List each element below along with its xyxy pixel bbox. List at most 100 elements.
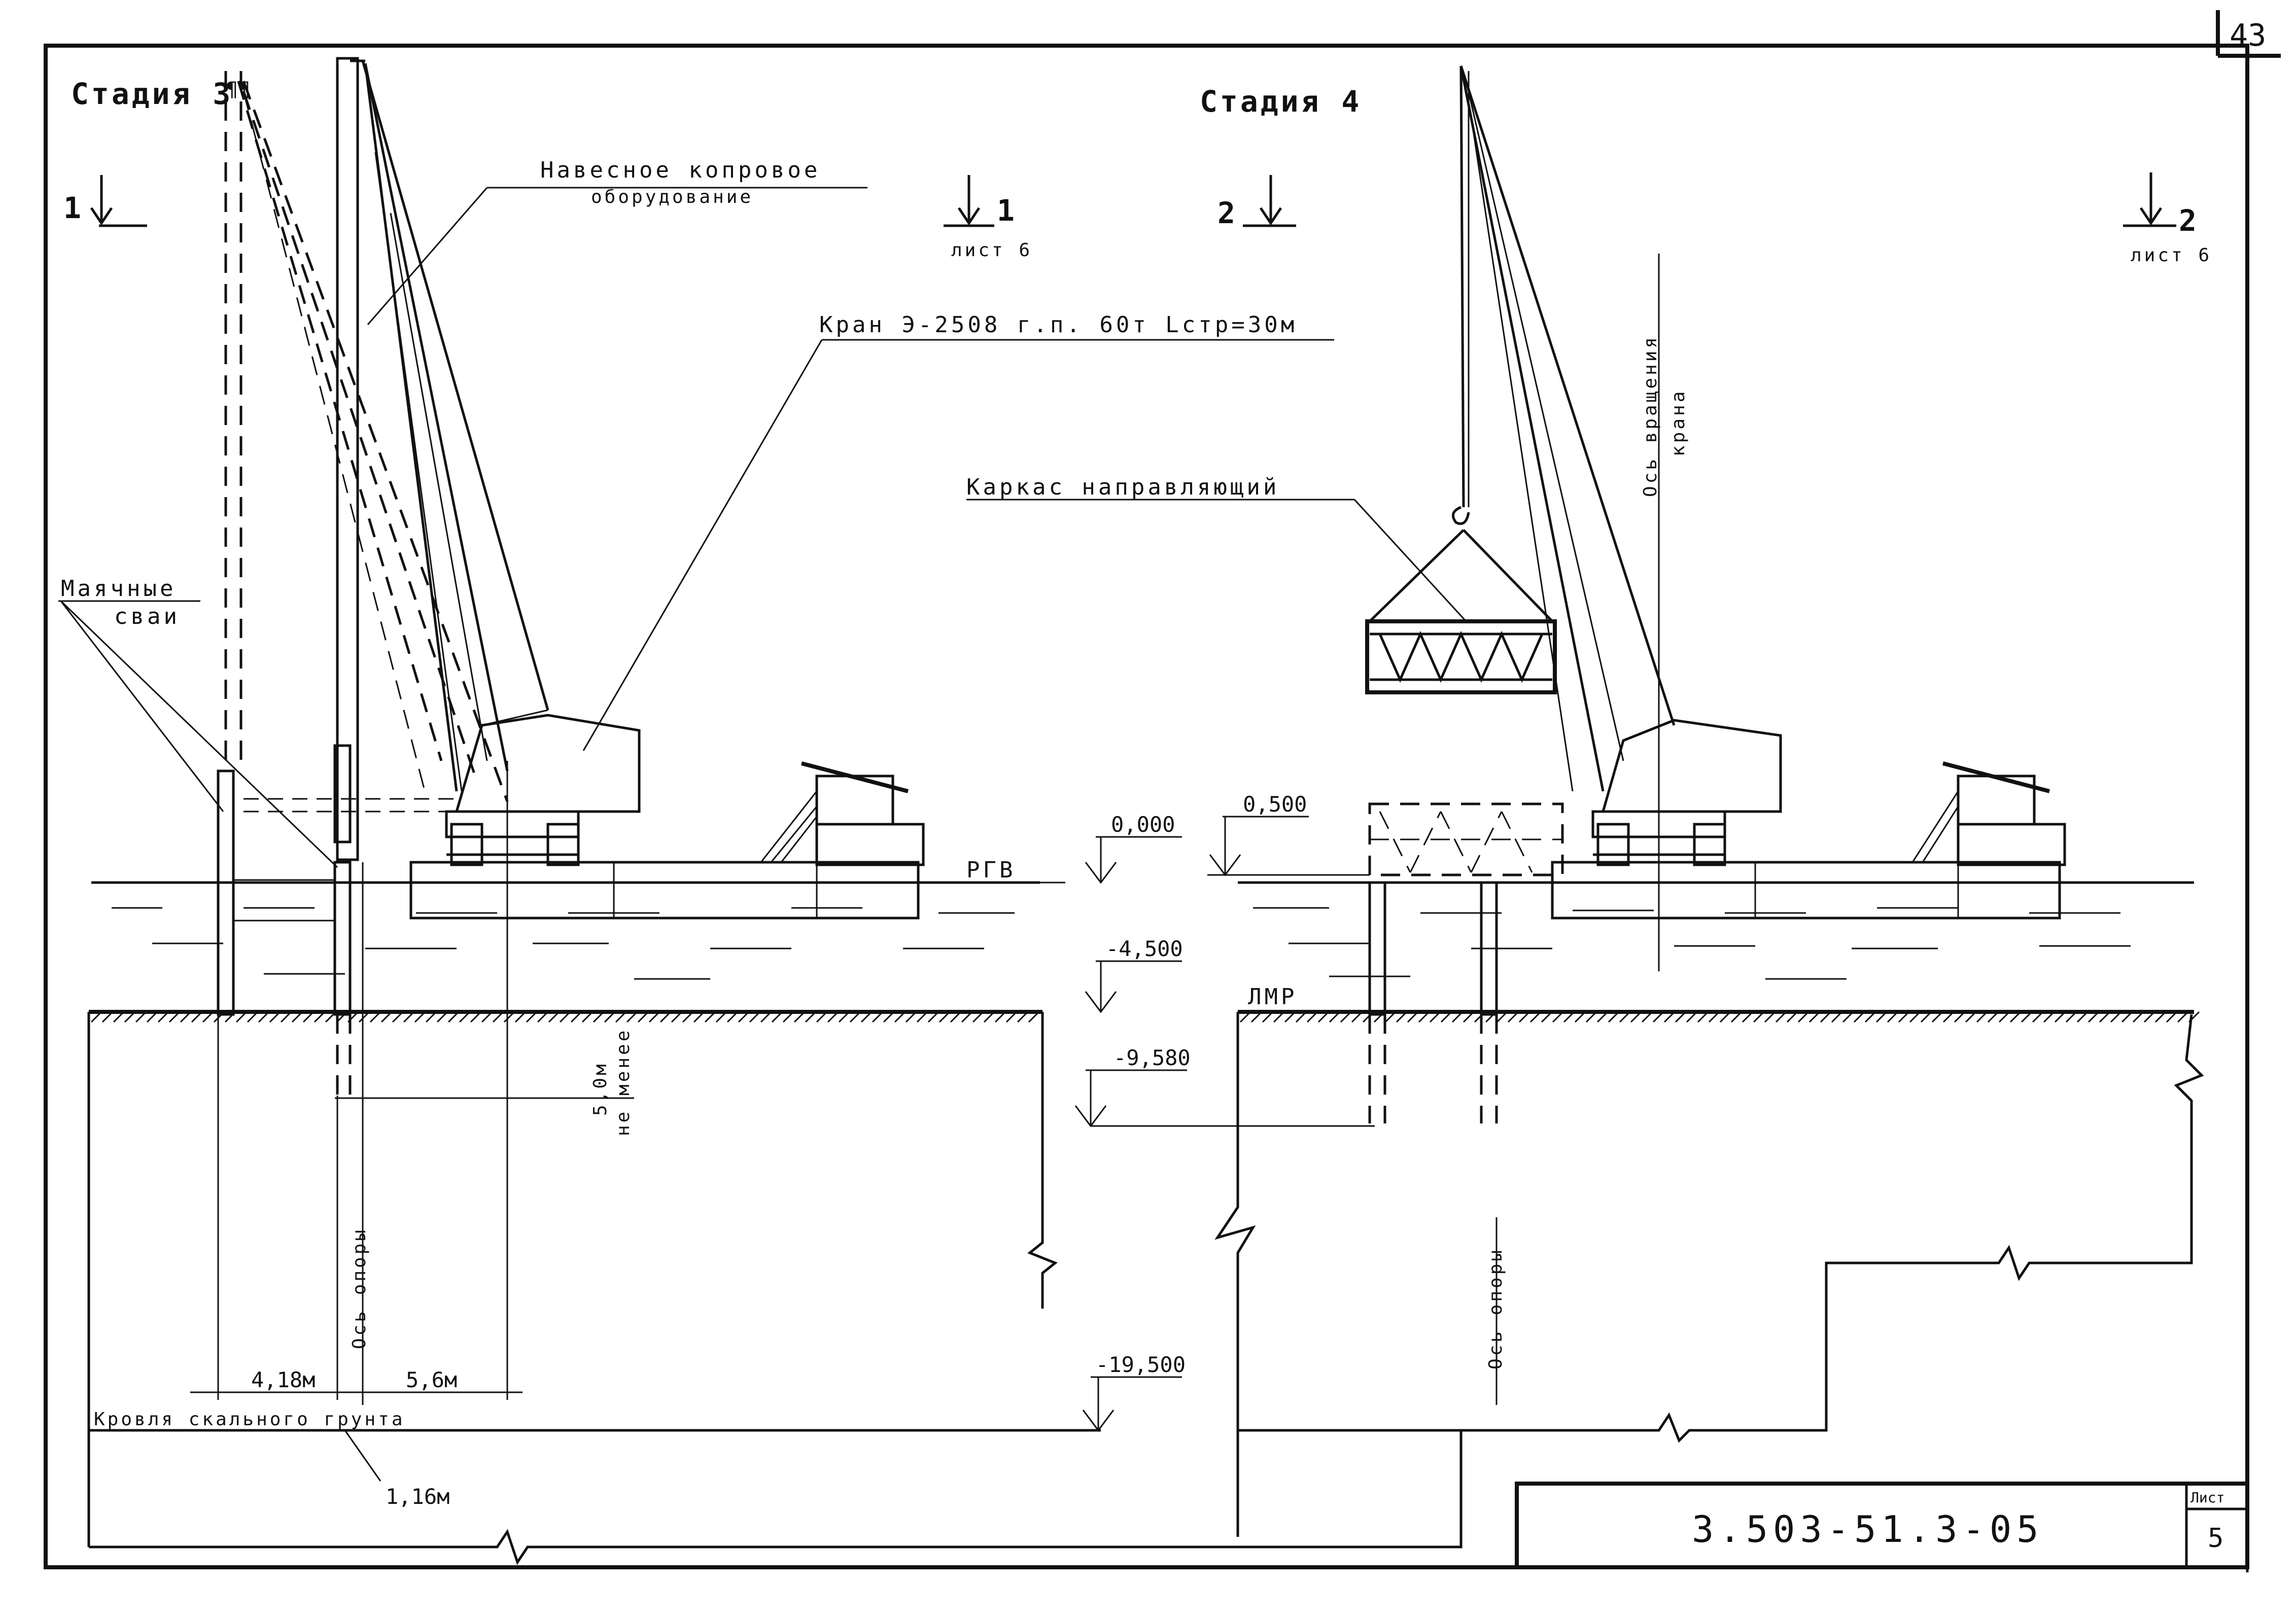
hatch-stroke [760, 1011, 772, 1023]
hatch-stroke [749, 1011, 761, 1023]
hatch-stroke [1686, 1011, 1698, 1023]
crane-track-left [450, 823, 483, 866]
hatch-stroke [146, 1011, 158, 1023]
pile-driver-label-2: оборудование [591, 187, 753, 207]
hatch-stroke [604, 1011, 616, 1023]
hatch-stroke [2054, 1011, 2066, 1023]
hatch-stroke [648, 1011, 660, 1023]
hatch-stroke [392, 1011, 404, 1023]
hatch-stroke [425, 1011, 437, 1023]
hatch-stroke [827, 1011, 839, 1023]
hatch-stroke [1663, 1011, 1676, 1023]
hatch-stroke [1273, 1011, 1285, 1023]
hatch-stroke [782, 1011, 794, 1023]
hatch-stroke [950, 1011, 962, 1023]
hatch-stroke [202, 1011, 214, 1023]
el-m19500-text: -19,500 [1096, 1352, 1186, 1377]
section-2-ref: лист 6 [2131, 245, 2212, 266]
crane-hook [1451, 506, 1470, 525]
elevation-m4500: -4,500 [1085, 936, 1183, 1013]
hatch-stroke [771, 1011, 783, 1023]
hatch-stroke [258, 1011, 270, 1023]
section-mark-1-left: 1 [63, 175, 147, 227]
hatch-stroke [1496, 1011, 1508, 1023]
hatch-stroke [838, 1011, 850, 1023]
hatch-stroke [1262, 1011, 1274, 1023]
hatch-stroke [526, 1011, 538, 1023]
pile-driver-label-1: Навесное копровое [540, 157, 820, 183]
hatch-stroke [157, 1011, 169, 1023]
section-mark-2-right: 2 лист 6 [2123, 172, 2212, 266]
hatch-stroke [1317, 1011, 1330, 1023]
hatch-stroke [1574, 1011, 1586, 1023]
rock-top-label: Кровля скального грунта [94, 1409, 405, 1430]
hatch-stroke [1675, 1011, 1687, 1023]
hatch-stroke [637, 1011, 649, 1023]
hatch-stroke [1619, 1011, 1631, 1023]
beacon-piles-label-1: Маячные [61, 576, 176, 602]
hatch-stroke [1954, 1011, 1966, 1023]
pile-driver-leader [367, 187, 488, 325]
hatch-stroke [1529, 1011, 1542, 1023]
crane-stage4 [1591, 719, 1782, 866]
dim-bottom-text: 1,16м [386, 1484, 449, 1509]
hatch-stroke [101, 1011, 114, 1023]
elevation-m9580: -9,580 [1074, 1045, 1375, 1128]
hatch-stroke [738, 1011, 750, 1023]
el-0500-text: 0,500 [1243, 792, 1307, 817]
hatch-stroke [1920, 1011, 1932, 1023]
rotation-axis-label-2: крана [1668, 389, 1689, 456]
hatch-stroke [570, 1011, 582, 1023]
hatch-stroke [113, 1011, 125, 1023]
dimension-lines: 4,18м 5,6м 1,16м [190, 761, 523, 1509]
hatch-stroke [1719, 1011, 1731, 1023]
hatch-stroke [704, 1011, 716, 1023]
hatch-stroke [1028, 1011, 1040, 1023]
stage-3-view: Стадия 3 1 1 лист 6 [58, 57, 1463, 1565]
hatch-stroke [805, 1011, 817, 1023]
hatch-stroke [1585, 1011, 1597, 1023]
dim-right-text: 5,6м [406, 1367, 457, 1392]
hatch-stroke [492, 1011, 504, 1023]
hatch-stroke [1541, 1011, 1553, 1023]
hatch-stroke [883, 1011, 895, 1023]
pile-driver-mast [336, 57, 359, 861]
section-1-ref: лист 6 [951, 240, 1032, 261]
hatch-stroke [983, 1011, 995, 1023]
hatch-stroke [938, 1011, 951, 1023]
hatch-stroke [2076, 1011, 2089, 1023]
hook-rope [1459, 65, 1465, 508]
hatch-stroke [682, 1011, 694, 1023]
hatch-stroke [1017, 1011, 1029, 1023]
hatch-stroke [302, 1011, 315, 1023]
hatch-stroke [726, 1011, 739, 1023]
hatch-stroke [1730, 1011, 1743, 1023]
hatch-stroke [2154, 1011, 2167, 1023]
hatch-stroke [1630, 1011, 1642, 1023]
hatch-stroke [1596, 1011, 1609, 1023]
hatch-stroke [994, 1011, 1006, 1023]
crane-leader [582, 339, 823, 751]
hatch-stroke [872, 1011, 884, 1023]
hatch-stroke [972, 1011, 984, 1023]
hatch-stroke [1652, 1011, 1664, 1023]
stage-4-view: Стадия 4 2 2 лист 6 Ось вращения крана [966, 65, 2212, 1537]
stage4-left-bound [1214, 1012, 1256, 1537]
section-mark-1-right: 1 лист 6 [944, 175, 1032, 261]
lmr-label: ЛМР [1248, 984, 1297, 1010]
hatch-stroke [2043, 1011, 2055, 1023]
hatch-stroke [291, 1011, 303, 1023]
hatch-stroke [1608, 1011, 1620, 1023]
sheet-number: 5 [2208, 1523, 2223, 1554]
hatch-stroke [2088, 1011, 2100, 1023]
hatch-stroke [1931, 1011, 1943, 1023]
hatch-stroke [1384, 1011, 1397, 1023]
hatch-stroke [1284, 1011, 1296, 1023]
hatch-stroke [2177, 1011, 2189, 1023]
hatch-stroke [548, 1011, 560, 1023]
hatch-stroke [369, 1011, 381, 1023]
hatch-stroke [1887, 1011, 1899, 1023]
hatch-stroke [793, 1011, 806, 1023]
crane-label: Кран Э-2508 г.п. 60т Lстр=30м [819, 312, 1297, 338]
pile-4-left [1368, 881, 1386, 1016]
